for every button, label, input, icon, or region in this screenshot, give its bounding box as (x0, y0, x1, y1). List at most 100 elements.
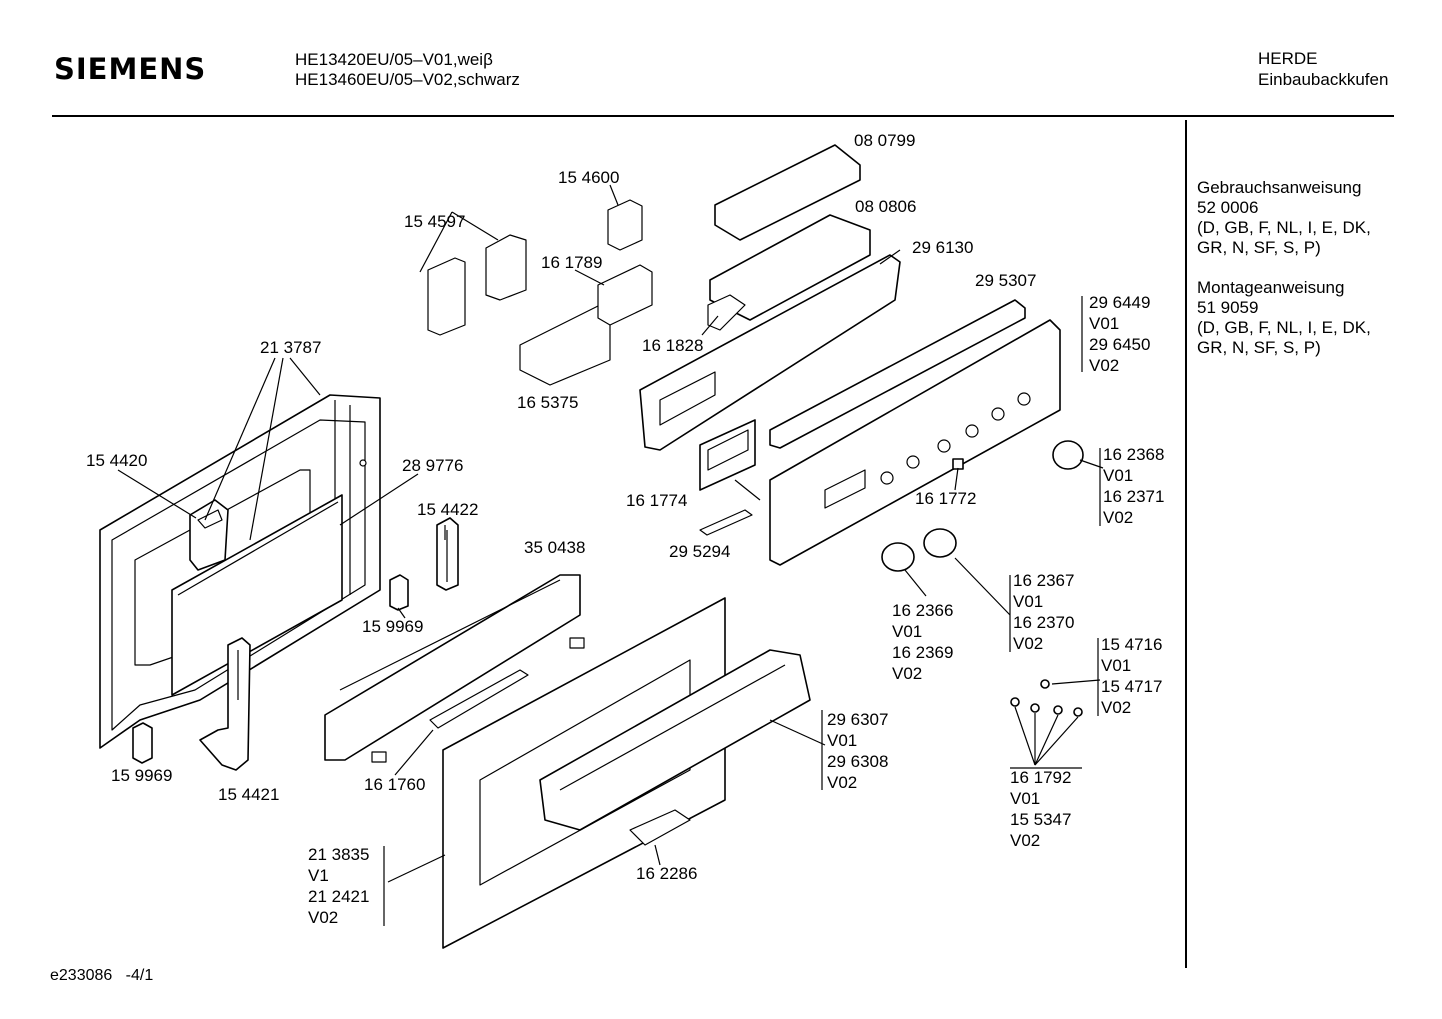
part-label: 15 4716 (1101, 635, 1163, 654)
category-line-2: Einbaubackkufen (1258, 70, 1389, 89)
document-languages: (D, GB, F, NL, I, E, DK, (1197, 218, 1371, 237)
part-label: 08 0799 (854, 131, 916, 150)
part-label: 15 4422 (417, 500, 479, 519)
part-label: 21 3835 (308, 845, 370, 864)
part-label: 29 6308 (827, 752, 889, 771)
part-label: 08 0806 (855, 197, 917, 216)
spacer-block-part (132, 574, 409, 764)
part-label: 29 6130 (912, 238, 974, 257)
part-label: 15 9969 (111, 766, 173, 785)
part-variant: V1 (308, 866, 329, 885)
part-label: 16 1789 (541, 253, 603, 272)
model-info: HE13420EU/05–V01,weiβ HE13460EU/05–V02,s… (295, 50, 520, 90)
part-variant: V02 (1089, 356, 1120, 375)
brand-logo: SIEMENS (54, 52, 207, 86)
control-panel-part (769, 319, 1061, 566)
document-languages: GR, N, SF, S, P) (1197, 238, 1321, 257)
part-label: 15 4420 (86, 451, 148, 470)
part-variant: V01 (1089, 314, 1120, 333)
part-label: 16 2370 (1013, 613, 1075, 632)
part-label: 29 5294 (669, 542, 731, 561)
part-label: 21 2421 (308, 887, 370, 906)
knob-part (881, 440, 1084, 572)
part-label-group: 16 1792 V01 15 5347 V02 (1010, 767, 1071, 851)
part-variant: V01 (1013, 592, 1044, 611)
part-label: 16 2369 (892, 643, 954, 662)
hinge-part (199, 517, 459, 771)
document-item: Gebrauchsanweisung 52 0006 (D, GB, F, NL… (1197, 178, 1371, 258)
part-variant: V02 (1103, 508, 1134, 527)
part-label: 15 4421 (218, 785, 280, 804)
part-label: 15 5347 (1010, 810, 1072, 829)
part-label-group: 16 2368 V01 16 2371 V02 (1103, 444, 1164, 528)
model-line-1: HE13420EU/05–V01,weiβ (295, 50, 493, 69)
part-variant: V01 (1103, 466, 1134, 485)
part-label: 16 2371 (1103, 487, 1165, 506)
part-variant: V01 (827, 731, 858, 750)
part-label: 16 1772 (915, 489, 977, 508)
part-label: 15 4717 (1101, 677, 1163, 696)
part-label: 15 9969 (362, 617, 424, 636)
part-label: 21 3787 (260, 338, 322, 357)
document-languages: GR, N, SF, S, P) (1197, 338, 1321, 357)
part-label: 16 2368 (1103, 445, 1165, 464)
part-label: 16 5375 (517, 393, 579, 412)
screw-part (1010, 679, 1083, 717)
part-label: 16 1774 (626, 491, 688, 510)
part-variant: V01 (1010, 789, 1041, 808)
switch-plate-part (639, 254, 901, 451)
part-label: 15 4597 (404, 212, 466, 231)
documents-list: Gebrauchsanweisung 52 0006 (D, GB, F, NL… (1197, 178, 1371, 378)
part-variant: V02 (1010, 831, 1041, 850)
part-label: 16 1792 (1010, 768, 1072, 787)
part-label-group: 16 2366 V01 16 2369 V02 (892, 600, 953, 684)
handle-part (539, 649, 811, 846)
document-item: Montageanweisung 51 9059 (D, GB, F, NL, … (1197, 278, 1371, 358)
drawing-code: e233086 -4/1 (50, 967, 153, 985)
switch-part (952, 458, 964, 470)
glass-panel-part (171, 494, 343, 696)
sidebar-divider (1185, 120, 1187, 968)
document-number: 52 0006 (1197, 198, 1259, 217)
page-number: -4/1 (125, 967, 154, 984)
part-label: 16 1760 (364, 775, 426, 794)
part-label: 29 6450 (1089, 335, 1151, 354)
part-variant: V02 (1101, 698, 1132, 717)
part-label: 16 2366 (892, 601, 954, 620)
part-variant: V02 (892, 664, 923, 683)
leader-lines (117, 184, 1104, 926)
part-label-group: 21 3835 V1 21 2421 V02 (308, 844, 369, 928)
switch-module-part (427, 144, 871, 386)
document-languages: (D, GB, F, NL, I, E, DK, (1197, 318, 1371, 337)
part-label: 35 0438 (524, 538, 586, 557)
part-label: 16 2286 (636, 864, 698, 883)
part-label: 16 2367 (1013, 571, 1075, 590)
trim-strip-part (769, 299, 1026, 449)
drawing-id: e233086 (50, 967, 113, 984)
category-info: HERDE Einbaubackkufen (1258, 48, 1388, 90)
part-variant: V02 (827, 773, 858, 792)
document-number: 51 9059 (1197, 298, 1259, 317)
part-label-group: 16 2367 V01 16 2370 V02 (1013, 570, 1074, 654)
part-label: 29 5307 (975, 271, 1037, 290)
document-title: Gebrauchsanweisung (1197, 178, 1362, 197)
hinge-rail-part (324, 574, 585, 763)
document-title: Montageanweisung (1197, 278, 1345, 297)
part-label-group: 15 4716 V01 15 4717 V02 (1101, 634, 1162, 718)
display-part (699, 419, 756, 491)
part-variant: V02 (308, 908, 339, 927)
part-label: 15 4600 (558, 168, 620, 187)
model-line-2: HE13460EU/05–V02,schwarz (295, 70, 520, 89)
category-line-1: HERDE (1258, 49, 1318, 68)
part-label-group: 29 6449 V01 29 6450 V02 (1089, 292, 1150, 376)
wire-part (699, 509, 753, 536)
part-label: 16 1828 (642, 336, 704, 355)
part-variant: V02 (1013, 634, 1044, 653)
part-variant: V01 (1101, 656, 1132, 675)
header-divider (52, 115, 1394, 117)
part-label: 28 9776 (402, 456, 464, 475)
part-label: 29 6449 (1089, 293, 1151, 312)
part-label: 29 6307 (827, 710, 889, 729)
part-variant: V01 (892, 622, 923, 641)
